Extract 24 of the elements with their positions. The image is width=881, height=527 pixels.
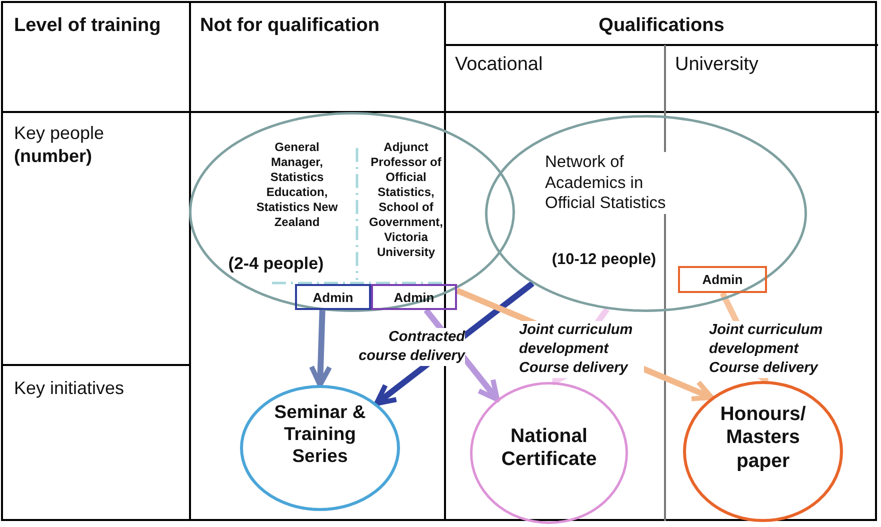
- table-heading: Not for qualification: [200, 14, 380, 38]
- table-heading: Key initiatives: [14, 377, 126, 400]
- node-text: Admin: [394, 290, 434, 304]
- ellipse-node: [189, 112, 515, 312]
- table-heading: Level of training: [14, 14, 162, 38]
- node-text: Admin: [702, 272, 743, 287]
- node-text: (2-4 people): [227, 253, 325, 274]
- arrow: [309, 310, 332, 388]
- table-heading: Key people (number): [14, 122, 106, 167]
- node-text: (10-12 people): [550, 250, 658, 270]
- table-heading: Qualifications: [598, 14, 726, 38]
- node-text: Adjunct Professor of Official Statistics, School of Government, Victoria University: [368, 140, 444, 260]
- ellipse-node: [683, 381, 843, 522]
- node-text: Seminar & Training Series: [273, 401, 367, 468]
- node-text: General Manager, Statistics Education, Statistics New Zealand: [255, 140, 339, 230]
- edge-label: Joint curriculum development Course delivery: [519, 321, 644, 378]
- ellipse-node: [485, 115, 807, 312]
- ellipse-node: [470, 382, 628, 524]
- table-heading: University: [675, 53, 760, 77]
- table-heading: Vocational: [455, 53, 544, 77]
- ellipse-node: [240, 385, 400, 511]
- node-text: Admin: [312, 290, 354, 304]
- node-text: National Certificate: [500, 425, 598, 472]
- node-text: Honours/ Masters paper: [719, 403, 807, 474]
